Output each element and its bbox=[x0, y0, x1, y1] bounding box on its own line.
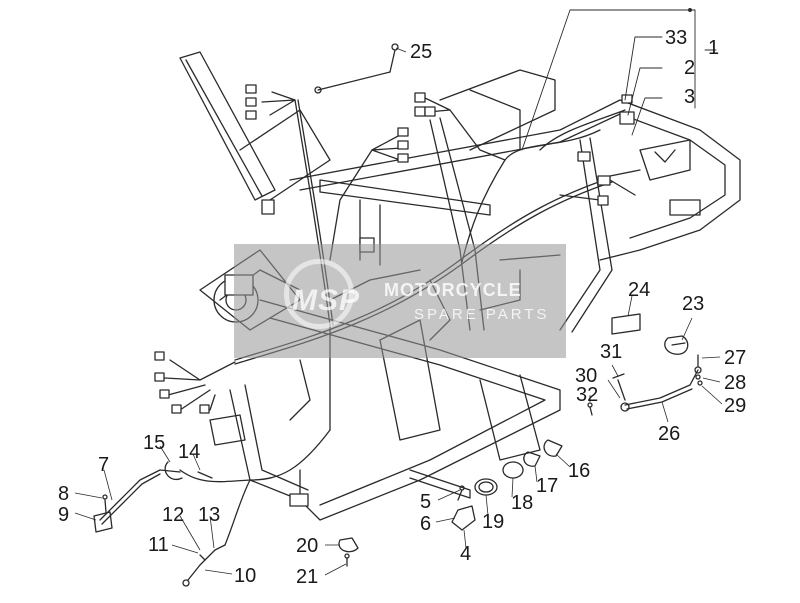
watermark-subtitle: SPARE PARTS bbox=[414, 306, 550, 323]
callout-leaders bbox=[74, 47, 723, 576]
watermark-title: MOTORCYCLE bbox=[384, 280, 522, 300]
callout-10: 10 bbox=[234, 565, 257, 587]
watermark-logo-ring bbox=[284, 259, 354, 329]
parts-20-21-clamp bbox=[338, 537, 359, 567]
callout-18: 18 bbox=[511, 492, 534, 514]
callout-5: 5 bbox=[420, 491, 432, 513]
callout-32: 32 bbox=[576, 384, 599, 406]
watermark-banner: MSP MOTORCYCLE SPARE PARTS bbox=[234, 244, 566, 358]
callout-9: 9 bbox=[58, 504, 70, 526]
watermark-logo: MSP bbox=[292, 284, 361, 317]
callout-7: 7 bbox=[98, 454, 110, 476]
callout-28: 28 bbox=[724, 372, 747, 394]
callout-19: 19 bbox=[482, 511, 505, 533]
part-1-leader-lines bbox=[521, 8, 717, 151]
callout-25: 25 bbox=[410, 41, 433, 63]
callout-1: 1 bbox=[708, 37, 720, 59]
callout-17: 17 bbox=[536, 475, 559, 497]
callout-31: 31 bbox=[600, 341, 623, 363]
left-cables-7-10 bbox=[93, 461, 226, 587]
callout-16: 16 bbox=[568, 460, 591, 482]
callout-20: 20 bbox=[296, 535, 319, 557]
callout-23: 23 bbox=[682, 293, 705, 315]
callout-12: 12 bbox=[162, 504, 185, 526]
callout-4: 4 bbox=[460, 543, 472, 565]
part-23-clip bbox=[664, 335, 689, 355]
callout-29: 29 bbox=[724, 395, 747, 417]
part-24-plate bbox=[611, 313, 641, 335]
callout-24: 24 bbox=[628, 279, 651, 301]
parts-4-6-bracket bbox=[451, 485, 476, 531]
callout-27: 27 bbox=[724, 347, 747, 369]
callout-33: 33 bbox=[665, 27, 688, 49]
callout-6: 6 bbox=[420, 513, 432, 535]
callout-3: 3 bbox=[684, 86, 696, 108]
callout-26: 26 bbox=[658, 423, 681, 445]
callout-11: 11 bbox=[148, 534, 169, 556]
callout-21: 21 bbox=[296, 566, 319, 588]
callout-13: 13 bbox=[198, 504, 221, 526]
callout-8: 8 bbox=[58, 483, 70, 505]
callout-30: 30 bbox=[575, 365, 598, 387]
callout-15: 15 bbox=[143, 432, 166, 454]
part-31-bolt bbox=[612, 373, 626, 401]
callout-14: 14 bbox=[178, 441, 201, 463]
part-32-screw bbox=[587, 402, 593, 416]
part-25-cable bbox=[314, 43, 399, 94]
part-26-ground-cable bbox=[620, 354, 703, 412]
callout-2: 2 bbox=[684, 57, 696, 79]
